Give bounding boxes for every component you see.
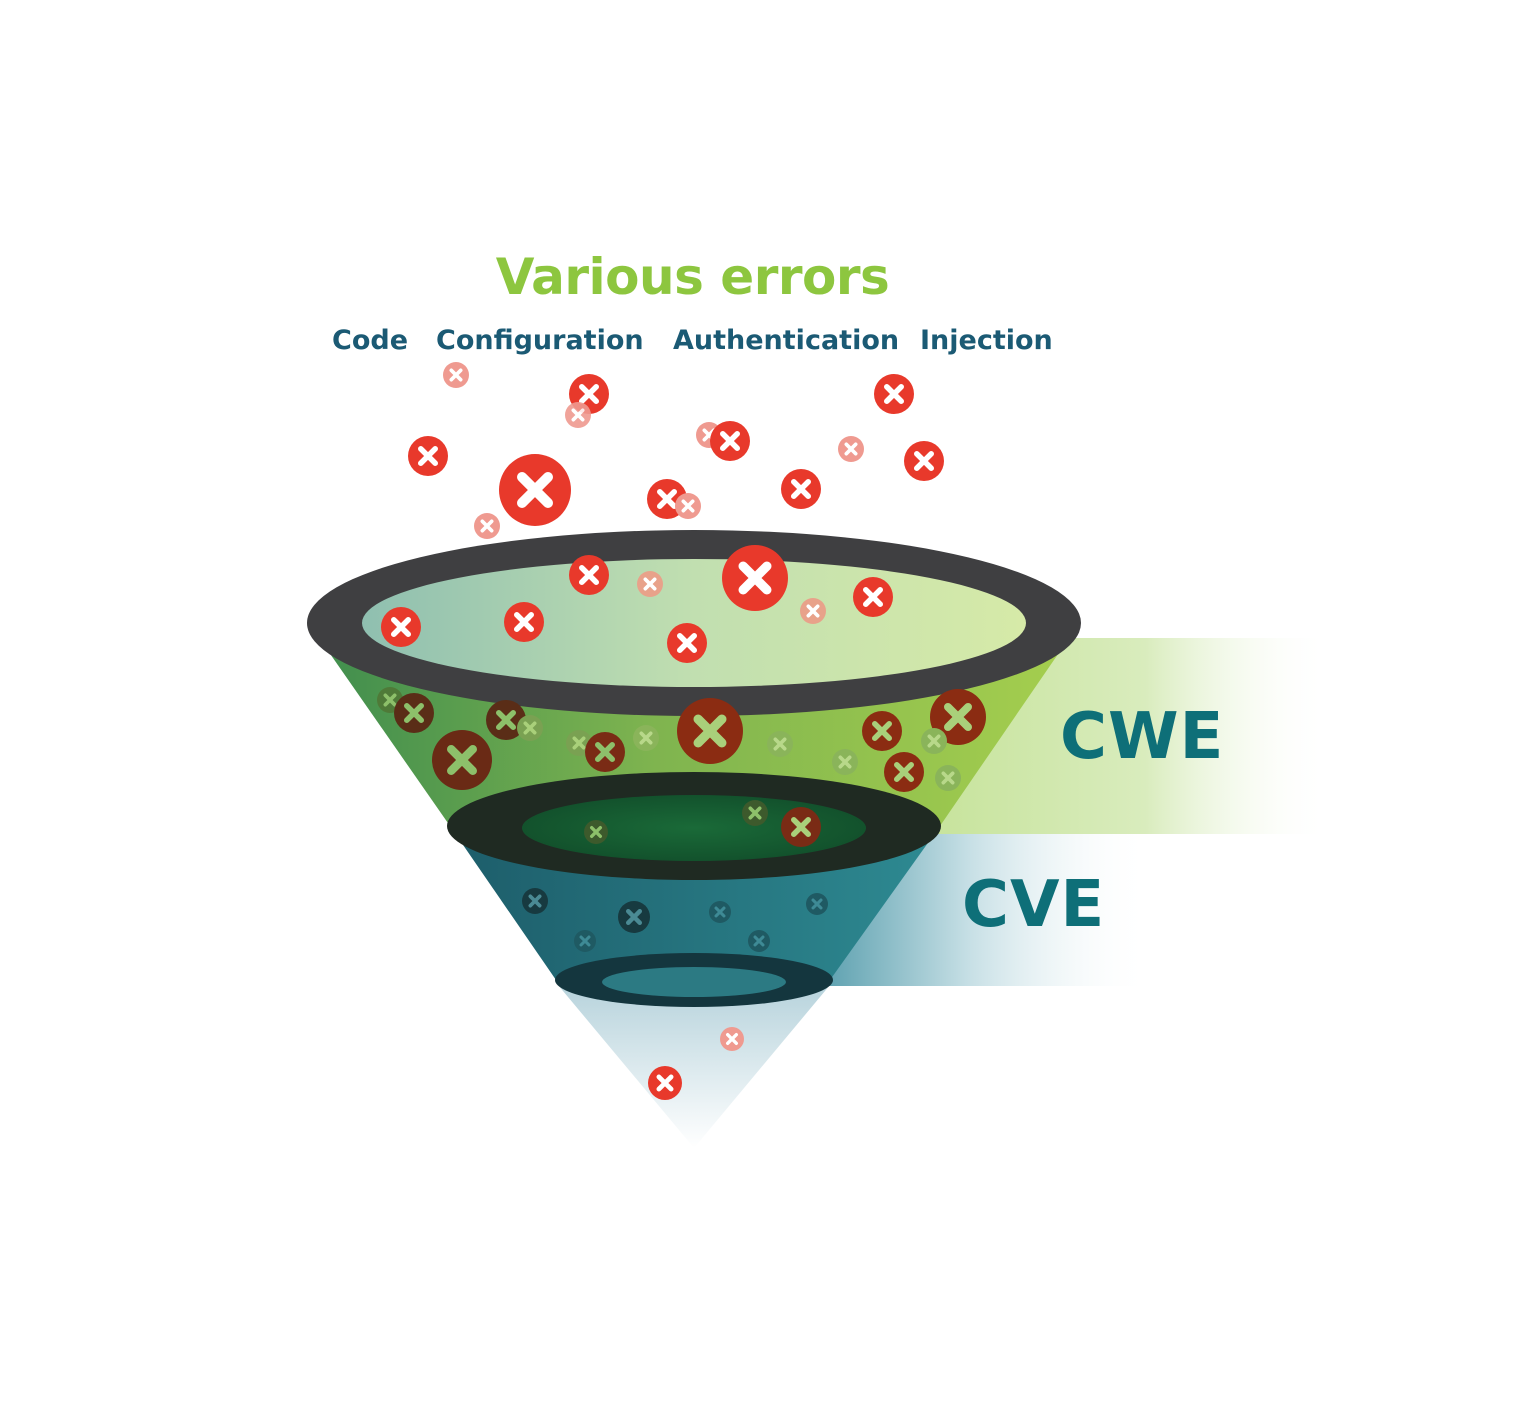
category-configuration: Configuration	[436, 325, 644, 356]
error-x-icon	[486, 700, 526, 740]
error-x-icon	[504, 602, 544, 642]
error-x-icon	[800, 598, 826, 624]
funnel-tip	[558, 985, 830, 1148]
error-x-icon	[633, 725, 659, 751]
error-x-icon	[710, 421, 750, 461]
error-x-icon	[522, 888, 548, 914]
error-x-icon	[832, 749, 858, 775]
cve-label: CVE	[962, 868, 1106, 942]
error-x-icon	[838, 436, 864, 462]
error-x-icon	[884, 752, 924, 792]
error-x-icon	[709, 901, 731, 923]
error-x-icon	[499, 454, 571, 526]
error-x-icon	[921, 728, 947, 754]
error-x-icon	[432, 730, 492, 790]
error-x-icon	[394, 693, 434, 733]
error-x-icon	[904, 441, 944, 481]
error-x-icon	[935, 765, 961, 791]
error-x-icon	[781, 469, 821, 509]
category-authentication: Authentication	[673, 325, 900, 356]
error-x-icon	[675, 493, 701, 519]
error-x-icon	[930, 689, 986, 745]
error-x-icon	[565, 402, 591, 428]
error-x-icon	[408, 436, 448, 476]
error-x-icon	[767, 731, 793, 757]
error-x-icon	[677, 698, 743, 764]
category-code: Code	[332, 325, 409, 356]
error-x-icon	[574, 930, 596, 952]
diagram-title: Various errors	[495, 248, 890, 306]
error-x-icon	[585, 732, 625, 772]
error-x-icon	[853, 577, 893, 617]
error-x-icon	[722, 545, 788, 611]
error-x-icon	[584, 820, 608, 844]
error-x-icon	[748, 930, 770, 952]
error-x-icon	[381, 607, 421, 647]
cwe-label: CWE	[1060, 700, 1225, 774]
error-x-icon	[742, 800, 768, 826]
error-x-icon	[517, 715, 543, 741]
category-injection: Injection	[920, 325, 1053, 356]
funnel-top-opening	[362, 559, 1026, 687]
error-x-icon	[781, 807, 821, 847]
error-x-icon	[806, 893, 828, 915]
error-x-icon	[474, 513, 500, 539]
funnel-middle-opening	[522, 795, 866, 861]
error-x-icon	[569, 555, 609, 595]
error-x-icon	[618, 901, 650, 933]
funnel-bottom-opening	[602, 967, 786, 997]
error-x-icon	[720, 1027, 744, 1051]
error-x-icon	[443, 362, 469, 388]
error-x-icon	[874, 374, 914, 414]
error-x-icon	[637, 571, 663, 597]
error-x-icon	[862, 711, 902, 751]
error-x-icon	[648, 1066, 682, 1100]
error-x-icon	[667, 623, 707, 663]
